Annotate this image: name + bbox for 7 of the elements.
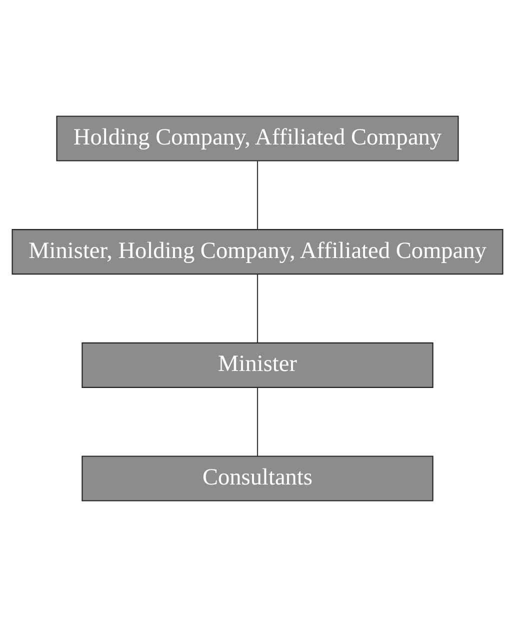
connector bbox=[256, 388, 258, 456]
connector bbox=[256, 274, 258, 343]
node-box: Consultants bbox=[82, 456, 434, 502]
node-box: Minister, Holding Company, Affiliated Company bbox=[12, 229, 504, 275]
node-box: Minister bbox=[82, 342, 434, 388]
node-box: Holding Company, Affiliated Company bbox=[56, 116, 459, 162]
connector bbox=[256, 161, 258, 230]
